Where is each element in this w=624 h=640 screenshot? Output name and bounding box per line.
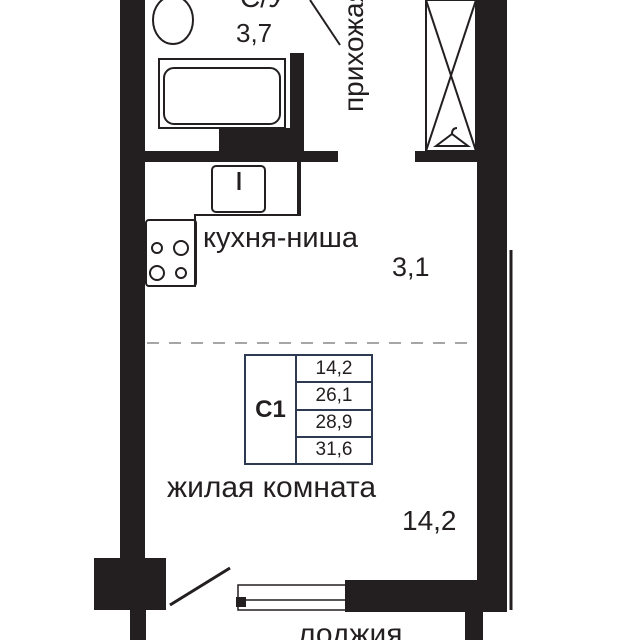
washbasin [152, 0, 194, 45]
hallway-door-swing [309, 0, 341, 46]
kitchen-sink [211, 165, 266, 213]
kitchen-name: кухня-ниша [203, 222, 358, 254]
hallway-name: прихожая [338, 0, 369, 112]
bathtub-outer [158, 58, 286, 129]
hanger-icon [433, 127, 471, 147]
window-handle [236, 597, 246, 607]
shaft-block [219, 128, 299, 156]
apartment-code: С1 [246, 356, 297, 463]
stove [145, 219, 197, 287]
area-table: С1 14,2 26,1 28,9 31,6 [244, 354, 373, 465]
living-room-area: 14,2 [402, 505, 457, 536]
hallway-wall-edge [297, 158, 301, 216]
left-wall [120, 0, 145, 558]
bathroom-name: С/У [240, 0, 286, 12]
wardrobe-partition [415, 151, 478, 162]
burner [175, 267, 187, 279]
area-value: 31,6 [315, 439, 353, 461]
burner [173, 240, 189, 256]
loggia-post [465, 600, 483, 640]
burner [149, 265, 165, 281]
balcony-door-swing [169, 566, 231, 607]
wardrobe [425, 0, 477, 152]
balcony-window [237, 584, 347, 611]
bathtub-inner [163, 67, 281, 125]
loggia-name: лоджия [298, 618, 403, 640]
walls [94, 0, 507, 640]
area-value: 14,2 [297, 356, 371, 384]
living-room-name: жилая комната [167, 471, 377, 504]
bathroom-partition [145, 151, 338, 162]
area-value: 28,9 [297, 411, 371, 438]
right-wall [477, 0, 507, 612]
burner [151, 242, 163, 254]
left-wall-lower [130, 600, 146, 640]
wardrobe-cross [425, 0, 477, 152]
kitchen-area: 3,1 [392, 252, 430, 282]
bathroom-area: 3,7 [236, 18, 273, 48]
area-value: 26,1 [297, 383, 371, 411]
